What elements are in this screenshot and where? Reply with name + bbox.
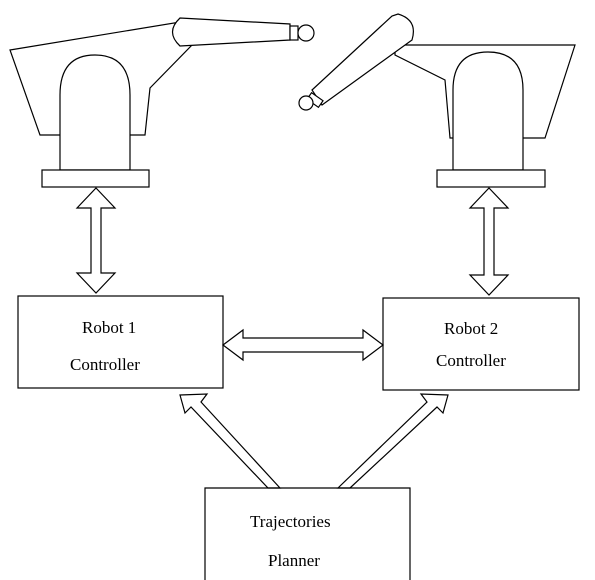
robot-1-controller-title: Robot 1 xyxy=(82,318,136,337)
robot-1-controller-box xyxy=(17,295,224,389)
robot-1-controller-subtitle: Controller xyxy=(70,355,140,374)
robot-1-base xyxy=(41,169,150,188)
robot-2-controller-title: Robot 2 xyxy=(444,319,498,338)
robot-2-column xyxy=(452,51,524,171)
robot-1-wrist xyxy=(289,25,299,41)
planner-to-robot-1-arrow xyxy=(179,393,282,489)
robot-2-controller-box xyxy=(382,297,580,391)
robot-1-arm xyxy=(9,17,315,188)
planner-to-robot-2-arrow xyxy=(336,393,449,489)
planner-subtitle: Planner xyxy=(268,551,320,570)
robot-2-link-arrow xyxy=(468,187,510,296)
controllers-link-arrow xyxy=(222,328,384,362)
robot-2-base xyxy=(436,169,546,188)
robot-1-link-arrow xyxy=(75,187,117,294)
robot-2-arm xyxy=(298,13,576,188)
robot-2-forearm xyxy=(311,13,414,106)
robot-1-column xyxy=(59,54,131,171)
planner-box xyxy=(204,487,411,580)
robot-1-forearm xyxy=(171,17,291,47)
robot-1-gripper xyxy=(297,24,315,42)
robot-2-controller-subtitle: Controller xyxy=(436,351,506,370)
planner-title: Trajectories xyxy=(250,512,331,531)
robot-2-gripper xyxy=(298,95,314,111)
